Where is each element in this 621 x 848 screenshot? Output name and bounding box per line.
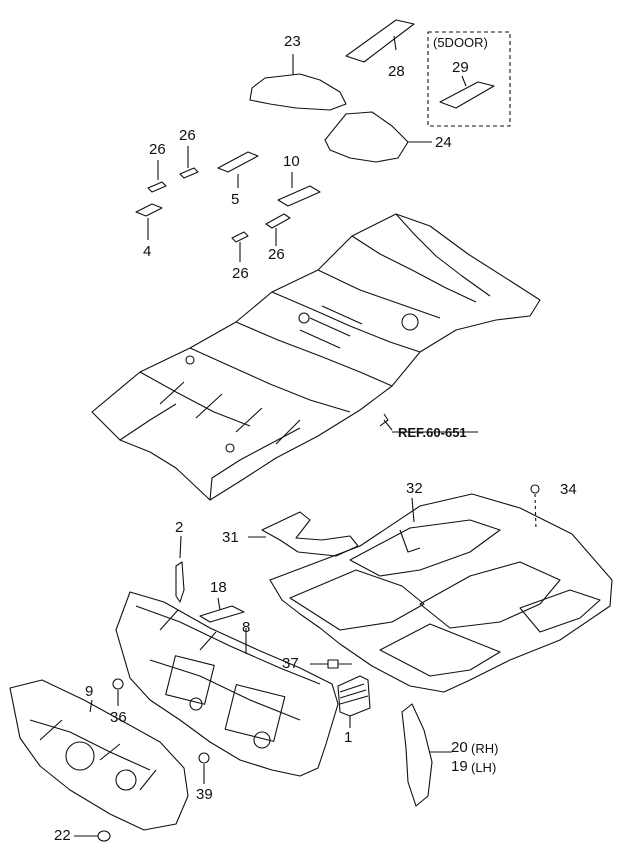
5door-box	[427, 31, 511, 127]
callout-5door: (5DOOR)	[433, 35, 488, 50]
callout-20-rh: (RH)	[471, 741, 499, 756]
callout-23: 23	[284, 33, 301, 50]
callout-5: 5	[231, 191, 240, 208]
strip-18	[199, 605, 245, 623]
callout-26d: 26	[232, 265, 249, 282]
pad-5	[217, 151, 259, 173]
callout-31: 31	[222, 529, 239, 546]
callout-18: 18	[210, 579, 227, 596]
callout-22: 22	[54, 827, 71, 844]
floor-mat-24	[324, 111, 409, 163]
floor-mat-23	[249, 73, 347, 111]
callout-4: 4	[143, 243, 152, 260]
pad-26b	[179, 167, 199, 179]
callout-37: 37	[282, 655, 299, 672]
callout-ref: REF.60-651	[398, 425, 467, 440]
callout-26c: 26	[268, 246, 285, 263]
callout-8: 8	[242, 619, 251, 636]
bracket-2	[175, 561, 185, 603]
callout-24: 24	[435, 134, 452, 151]
floor-pan	[91, 213, 541, 501]
callout-39: 39	[196, 786, 213, 803]
callout-26a: 26	[149, 141, 166, 158]
bolt-37	[327, 659, 352, 669]
callout-36: 36	[110, 709, 127, 726]
callout-26b: 26	[179, 127, 196, 144]
callout-9: 9	[85, 683, 94, 700]
pad-26a	[147, 181, 167, 193]
callout-20: 20	[451, 739, 468, 756]
callout-29: 29	[452, 59, 469, 76]
callout-10: 10	[283, 153, 300, 170]
trim-19-20	[401, 703, 433, 807]
dash-panel-8	[115, 591, 339, 777]
pad-10	[277, 185, 321, 207]
insulator-9	[9, 679, 189, 831]
callout-2: 2	[175, 519, 184, 536]
mat-28	[345, 19, 415, 63]
mat-29	[439, 81, 495, 109]
nut-36	[112, 678, 124, 690]
carpet-32	[269, 493, 613, 693]
grommet-1	[337, 675, 371, 717]
nut-39	[198, 752, 210, 764]
clip-34	[530, 484, 540, 494]
callout-1: 1	[344, 729, 353, 746]
bracket-31	[261, 511, 359, 557]
pad-26d	[231, 231, 249, 243]
plug-22	[97, 830, 111, 842]
callout-28: 28	[388, 63, 405, 80]
callout-34: 34	[560, 481, 577, 498]
pad-4	[135, 203, 163, 217]
callout-19-lh: (LH)	[471, 760, 497, 775]
callout-32: 32	[406, 480, 423, 497]
pad-26c	[265, 213, 291, 229]
callout-19: 19	[451, 758, 468, 775]
